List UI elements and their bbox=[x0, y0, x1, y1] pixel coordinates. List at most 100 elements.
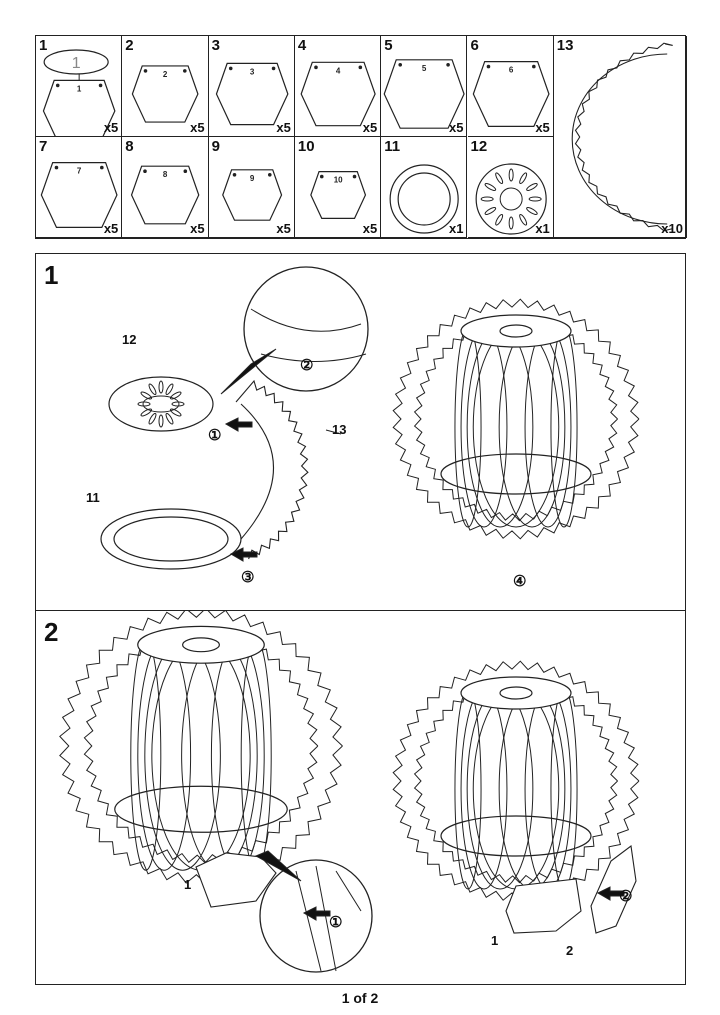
part-number: 6 bbox=[470, 37, 479, 54]
slot bbox=[528, 196, 542, 202]
disk-slot bbox=[165, 383, 174, 396]
hole bbox=[183, 169, 188, 174]
arrow-icon bbox=[596, 886, 625, 901]
part-cell-11: 11 x1 bbox=[381, 137, 468, 238]
label-panel-1-left: 1 bbox=[184, 877, 192, 892]
part-drawing: 11 bbox=[42, 49, 116, 137]
slot bbox=[525, 207, 538, 215]
hexagon-panel bbox=[472, 61, 550, 128]
ring-outer bbox=[389, 164, 459, 234]
panel-number: 9 bbox=[250, 174, 255, 183]
part-number: 9 bbox=[211, 138, 220, 155]
panel-number: 10 bbox=[334, 176, 343, 185]
part-number: 5 bbox=[384, 37, 393, 54]
panel-1-left bbox=[195, 852, 277, 908]
disk-slot bbox=[137, 401, 151, 407]
lamp-bottom-ring bbox=[440, 815, 592, 857]
lamp-rib bbox=[524, 326, 572, 528]
zoom-detail-lines bbox=[295, 865, 362, 972]
lamp-top-hole bbox=[182, 637, 221, 653]
disk-slot bbox=[158, 380, 164, 394]
callout-4: ④ bbox=[513, 573, 527, 590]
label-part-12: 12 bbox=[122, 332, 137, 347]
label-part-13: 13 bbox=[332, 422, 347, 437]
slot bbox=[508, 216, 514, 230]
disk-slot bbox=[169, 408, 182, 417]
part-quantity: x1 bbox=[449, 221, 464, 236]
arrow-icon bbox=[229, 547, 258, 562]
part-number: 13 bbox=[556, 37, 574, 54]
ring-part-11-inner bbox=[113, 516, 229, 562]
step-2-panel: 2 1 ① 1 2 ② bbox=[35, 610, 686, 985]
lamp-rib bbox=[472, 326, 560, 528]
part-number: 11 bbox=[384, 138, 401, 155]
part-quantity: x5 bbox=[449, 120, 464, 135]
lamp-bottom-ring bbox=[114, 785, 288, 833]
disk-slot bbox=[169, 391, 182, 400]
lamp-rib bbox=[524, 688, 572, 890]
arc-inner-edge bbox=[240, 403, 275, 540]
hexagon-panel bbox=[42, 79, 116, 137]
lamp-top-disk bbox=[460, 676, 572, 710]
hexagon-panel bbox=[215, 62, 289, 126]
hole bbox=[183, 69, 187, 73]
arc-inner-edge bbox=[571, 53, 667, 225]
panel-number: 1 bbox=[77, 84, 82, 93]
slot bbox=[525, 183, 538, 191]
label-panel-1-right: 1 bbox=[491, 933, 499, 948]
part-quantity: x5 bbox=[276, 120, 291, 135]
zoom-label: 1 bbox=[72, 55, 81, 72]
part-drawing: 6 bbox=[472, 61, 550, 128]
callout-1: ① bbox=[208, 427, 222, 444]
part-drawing bbox=[475, 163, 547, 235]
lamp-rib bbox=[472, 688, 560, 890]
lamp-rib bbox=[460, 688, 508, 890]
part-drawing bbox=[571, 42, 673, 232]
disk-outer bbox=[475, 163, 547, 235]
hole bbox=[358, 65, 363, 70]
lamp-rib bbox=[151, 639, 251, 871]
hole bbox=[267, 173, 272, 177]
lamp-inner-fringe bbox=[413, 316, 618, 522]
lamp-top-disk bbox=[460, 314, 572, 348]
panel-number: 3 bbox=[250, 67, 255, 76]
disk-slot bbox=[148, 412, 157, 425]
part-quantity: x5 bbox=[103, 120, 119, 135]
zoom-detail-lines bbox=[250, 308, 367, 362]
label-part-11: 11 bbox=[86, 490, 100, 505]
hexagon-panel bbox=[310, 170, 366, 220]
step-1-illustration bbox=[100, 266, 640, 570]
ring-part-11-outer bbox=[100, 508, 242, 570]
hexagon-panel bbox=[300, 61, 376, 127]
zoom-pointer bbox=[254, 850, 302, 882]
part-drawing bbox=[389, 164, 459, 234]
hole bbox=[319, 174, 324, 179]
panel-2-right bbox=[590, 845, 637, 934]
zoom-callout bbox=[43, 49, 109, 75]
part-number: 1 bbox=[39, 37, 48, 54]
slot bbox=[480, 196, 494, 202]
part-number: 12 bbox=[470, 138, 488, 155]
part-quantity: x5 bbox=[362, 221, 378, 236]
hole bbox=[352, 174, 357, 179]
lamp-inner-fringe bbox=[413, 678, 618, 884]
callout-1-left: ① bbox=[329, 914, 343, 931]
disk-slot bbox=[171, 401, 185, 407]
hole bbox=[100, 165, 104, 170]
hexagon-panel bbox=[131, 165, 200, 225]
step-2-illustration bbox=[59, 611, 640, 973]
label-panel-2-right: 2 bbox=[566, 943, 574, 958]
part-quantity: x5 bbox=[190, 221, 205, 236]
arc-part-13 bbox=[235, 379, 309, 560]
disk-slot bbox=[158, 414, 164, 428]
part-quantity: x5 bbox=[535, 120, 550, 135]
disk-center-hole bbox=[142, 395, 180, 413]
hexagon-panel bbox=[221, 169, 282, 221]
disk-center bbox=[499, 187, 523, 211]
ring-inner bbox=[397, 172, 451, 226]
